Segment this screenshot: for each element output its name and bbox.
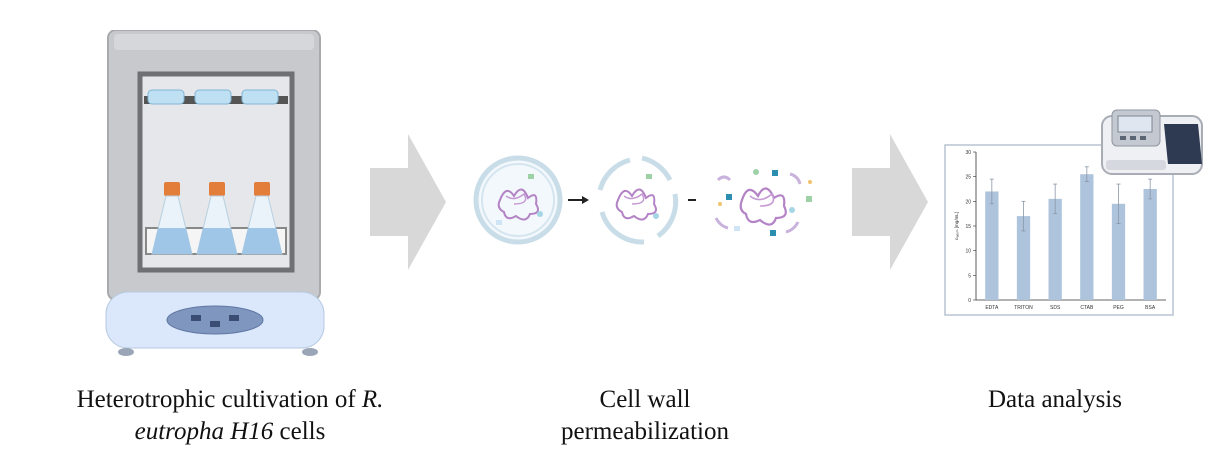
shaker-base — [105, 291, 325, 356]
y-tick-label: 20 — [965, 199, 971, 205]
permeabilization-illustration — [473, 155, 812, 245]
x-tick-label: EDTA — [985, 305, 999, 311]
caption-cells: cells — [273, 418, 326, 445]
bar-bsa — [1143, 189, 1157, 300]
bar-triton — [1016, 216, 1031, 300]
y-axis-label: cₗₐₑₓₘ [mg/mL] — [954, 212, 959, 240]
y-tick-label: 30 — [965, 150, 971, 156]
caption-permeabilization: Cell wall permeabilization — [520, 384, 770, 448]
process-arrow-1 — [370, 134, 446, 270]
bar-peg — [1111, 203, 1126, 300]
x-tick-label: TRITON — [1014, 305, 1033, 311]
caption-analysis-text: Data analysis — [988, 386, 1122, 413]
bar-sds — [1048, 198, 1062, 300]
y-tick-label: 5 — [968, 273, 971, 279]
intact-cell — [473, 155, 563, 245]
incubator-illustration — [105, 30, 325, 356]
x-tick-label: PEG — [1113, 305, 1124, 311]
petri-dishes — [147, 89, 279, 105]
x-tick-label: BSA — [1145, 305, 1156, 311]
y-tick-label: 10 — [965, 249, 971, 255]
x-tick-label: SDS — [1050, 305, 1061, 311]
spectrophotometer-illustration — [1101, 109, 1203, 175]
caption-permeabilization-line2: permeabilization — [561, 418, 729, 445]
caption-cultivation: Heterotrophic cultivation of R. eutropha… — [30, 384, 430, 448]
y-tick-label: 0 — [968, 298, 971, 304]
y-tick-label: 15 — [965, 224, 971, 230]
caption-cultivation-text: Heterotrophic cultivation of — [76, 386, 362, 413]
lysed-cell — [714, 169, 812, 236]
caption-genus: R. — [361, 386, 384, 413]
permeabilized-cell — [597, 155, 679, 245]
step-arrow-icon — [568, 196, 589, 204]
caption-analysis: Data analysis — [945, 384, 1165, 416]
process-arrow-2 — [852, 134, 928, 270]
culture-flasks — [151, 182, 283, 255]
bar-edta — [985, 191, 999, 300]
caption-species: eutropha H16 — [134, 418, 274, 445]
y-tick-label: 25 — [965, 175, 971, 181]
bar-ctab — [1080, 174, 1094, 300]
caption-permeabilization-line1: Cell wall — [599, 386, 691, 413]
x-tick-label: CTAB — [1080, 305, 1094, 311]
